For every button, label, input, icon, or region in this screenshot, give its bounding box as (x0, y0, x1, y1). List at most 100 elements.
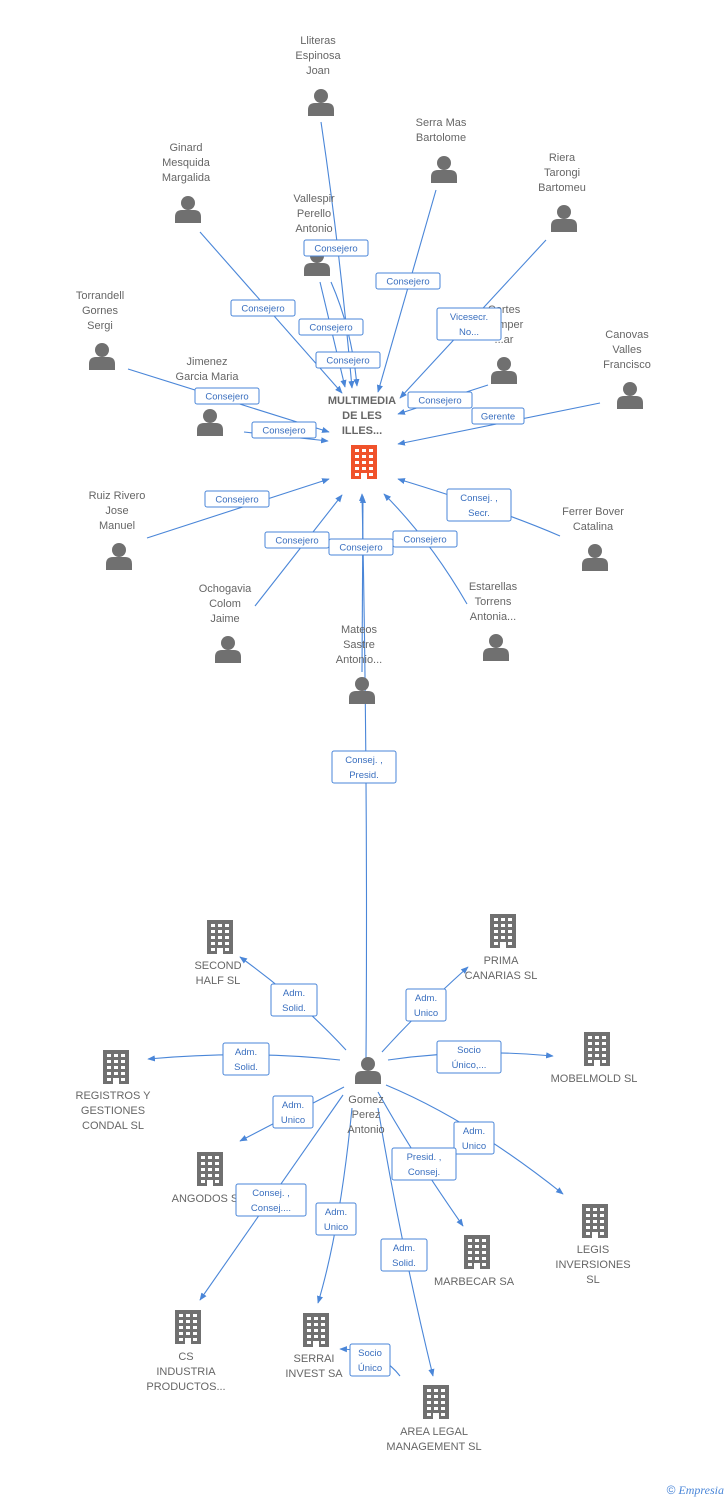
person-icon-jimenez[interactable] (197, 409, 223, 436)
role-label-ginard-center[interactable]: Consejero (230, 299, 296, 317)
relation-edge-ochogavia-center (254, 494, 343, 607)
role-label-ruiz-center[interactable]: Consejero (204, 490, 270, 508)
company-icon-mobelmold[interactable] (584, 1032, 610, 1066)
role-text: Consejero (309, 323, 352, 334)
person-label-mateos-line: Mateos (341, 624, 378, 636)
person-label-jimenez-line: Jimenez (187, 356, 228, 368)
person-label-estarellas-line: Antonia... (470, 611, 516, 623)
role-text: Consejero (275, 536, 318, 547)
role-label-gomez-registros[interactable]: Adm.Solid. (222, 1042, 270, 1076)
role-label-ferrer-center[interactable]: Consej. ,Secr. (446, 488, 512, 522)
company-label-legis-line: INVERSIONES (555, 1259, 630, 1271)
role-label-gomez-prima[interactable]: Adm.Unico (405, 988, 447, 1022)
role-label-canovas-center[interactable]: Gerente (471, 407, 525, 425)
role-text: Consej. ,Secr. (460, 493, 498, 519)
person-label-torrandell-line: Torrandell (76, 290, 124, 302)
person-icon-ochogavia[interactable] (215, 636, 241, 663)
company-icon-marbecar[interactable] (464, 1235, 490, 1269)
person-label-ruiz-line: Ruiz Rivero (89, 490, 146, 502)
role-label-riera-center[interactable]: Vicesecr.No... (436, 307, 502, 341)
role-label-cortes-center[interactable]: Consejero (407, 391, 473, 409)
role-text: Adm.Unico (324, 1207, 348, 1233)
role-label-torrandell-center[interactable]: Consejero (194, 387, 260, 405)
person-label-canovas-line: Francisco (603, 359, 651, 371)
company-label-registros-line: CONDAL SL (82, 1120, 144, 1132)
role-text: Adm.Solid. (234, 1047, 258, 1073)
role-label-gomez-legis[interactable]: Adm.Unico (453, 1121, 495, 1155)
company-icon-second[interactable] (207, 920, 233, 954)
person-icon-gomez[interactable] (355, 1057, 381, 1084)
company-label-second-line: HALF SL (196, 975, 241, 987)
role-label-gomez-marbecar[interactable]: Presid. ,Consej. (391, 1147, 457, 1181)
company-label-registros-line: REGISTROS Y (76, 1090, 152, 1102)
role-label-gomez-center[interactable]: Consej. ,Presid. (331, 750, 397, 784)
role-text: Consejero (418, 396, 461, 407)
person-icon-lliteras[interactable] (308, 89, 334, 116)
company-label-angodos: ANGODOS SL (172, 1193, 245, 1205)
person-icon-mateos[interactable] (349, 677, 375, 704)
company-icon-angodos[interactable] (197, 1152, 223, 1186)
role-text: Consej. ,Consej.... (251, 1188, 291, 1214)
person-label-mateos-line: Sastre (343, 639, 375, 651)
person-label-ruiz-line: Manuel (99, 520, 135, 532)
company-label-prima-line: PRIMA (484, 955, 520, 967)
company-label-cs-line: PRODUCTOS... (146, 1381, 225, 1393)
company-label-cs-line: CS (178, 1351, 193, 1363)
company-icon-cs[interactable] (175, 1310, 201, 1344)
role-text: Consejero (215, 495, 258, 506)
role-label-gomez-arealegal[interactable]: Adm.Solid. (380, 1238, 428, 1272)
person-icon-riera[interactable] (551, 205, 577, 232)
role-label-gomez-cs[interactable]: Consej. ,Consej.... (235, 1183, 307, 1217)
center-company-label-line: DE LES (342, 410, 382, 422)
person-icon-torrandell[interactable] (89, 343, 115, 370)
role-label-lliteras-center[interactable]: Consejero (303, 239, 369, 257)
role-label-ochogavia-center[interactable]: Consejero (264, 531, 330, 549)
role-label-gomez-angodos[interactable]: Adm.Unico (272, 1095, 314, 1129)
company-label-cs-line: INDUSTRIA (156, 1366, 216, 1378)
company-icon-multimedia-center[interactable] (351, 445, 377, 479)
person-label-canovas-line: Canovas (605, 329, 649, 341)
role-text: Adm.Solid. (392, 1243, 416, 1269)
role-text: Adm.Solid. (282, 988, 306, 1014)
role-label-gomez-second[interactable]: Adm.Solid. (270, 983, 318, 1017)
company-label-serrai-line: INVEST SA (285, 1368, 343, 1380)
person-icon-ruiz[interactable] (106, 543, 132, 570)
person-label-ginard-line: Margalida (162, 172, 211, 184)
role-label-vallespir-center[interactable]: Consejero (298, 318, 364, 336)
company-icon-serrai[interactable] (303, 1313, 329, 1347)
person-icon-estarellas[interactable] (483, 634, 509, 661)
person-icon-cortes[interactable] (491, 357, 517, 384)
company-icon-prima[interactable] (490, 914, 516, 948)
company-icon-arealegal[interactable] (423, 1385, 449, 1419)
role-label-vallespir-center[interactable]: Consejero (315, 351, 381, 369)
role-label-gomez-serrai[interactable]: Adm.Unico (315, 1202, 357, 1236)
person-icon-ferrer[interactable] (582, 544, 608, 571)
person-label-lliteras-line: Joan (306, 65, 330, 77)
role-text: Presid. ,Consej. (407, 1152, 442, 1178)
person-icon-serra[interactable] (431, 156, 457, 183)
role-label-mateos-center[interactable]: Consejero (328, 538, 394, 556)
role-label-serra-center[interactable]: Consejero (375, 272, 441, 290)
person-icon-ginard[interactable] (175, 196, 201, 223)
person-label-gomez-line: Gomez (348, 1094, 383, 1106)
role-label-estarellas-center[interactable]: Consejero (392, 530, 458, 548)
center-company-label-line: ILLES... (342, 425, 382, 437)
person-label-ochogavia-line: Jaime (210, 613, 239, 625)
company-icon-legis[interactable] (582, 1204, 608, 1238)
company-icon-registros[interactable] (103, 1050, 129, 1084)
person-label-torrandell-line: Sergi (87, 320, 113, 332)
person-label-ferrer-line: Ferrer Bover (562, 506, 624, 518)
role-label-jimenez-center[interactable]: Consejero (251, 421, 317, 439)
person-label-lliteras-line: Espinosa (295, 50, 341, 62)
person-icon-canovas[interactable] (617, 382, 643, 409)
person-label-mateos-line: Antonio... (336, 654, 382, 666)
